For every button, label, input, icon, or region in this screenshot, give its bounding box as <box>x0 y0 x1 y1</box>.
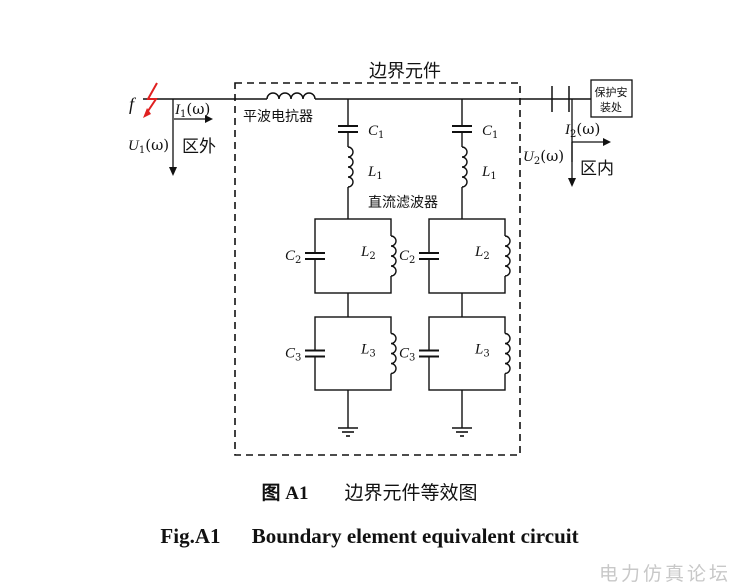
protection-device-line2: 装处 <box>600 101 622 114</box>
u1-arrow-head-icon <box>169 167 177 176</box>
caption-english: Fig.A1 Boundary element equivalent circu… <box>0 524 739 549</box>
filter-inductor-l1-2 <box>461 146 468 188</box>
smoothing-reactor-label: 平波电抗器 <box>243 109 313 125</box>
tank-lc3-capacitor-label-1: C3 <box>285 346 301 364</box>
tank-lc2-inductor-label-2: L2 <box>474 244 490 262</box>
tank-lc2-inductor-label-1: L2 <box>360 244 376 262</box>
tank-lc3-tank-frame-1 <box>314 316 392 391</box>
outside-zone-label: 区外 <box>182 137 216 157</box>
tank-lc3-capacitor-label-2: C3 <box>399 346 415 364</box>
tank-lc2-capacitor-label-1: C2 <box>285 248 301 266</box>
tank-lc2-inductor-2 <box>504 235 511 277</box>
smoothing-reactor-coil <box>266 92 316 100</box>
c1-label-2: C1 <box>482 123 498 141</box>
i2-arrow-head-icon <box>603 138 611 146</box>
tank-lc3-inductor-label-2: L3 <box>474 342 490 360</box>
lightning-arrow-icon <box>143 108 151 118</box>
tank-lc3-inductor-1 <box>390 332 397 375</box>
tank-lc2-tank-frame-2 <box>428 218 506 294</box>
dc-filter-label: 直流滤波器 <box>368 194 438 211</box>
tank-lc3-inductor-2 <box>504 332 511 375</box>
tank-lc2-inductor-1 <box>390 235 397 277</box>
lightning-icon <box>145 82 158 115</box>
u1-label: U1(ω) <box>128 136 169 156</box>
protection-device-box <box>590 79 633 118</box>
boundary-box <box>234 82 521 456</box>
c1-label-1: C1 <box>368 123 384 141</box>
l1-label-2: L1 <box>481 164 497 182</box>
u2-arrow-head-icon <box>568 178 576 187</box>
watermark: 电力仿真论坛 <box>598 563 731 585</box>
u2-label: U2(ω) <box>523 147 564 167</box>
tank-lc3-tank-frame-2 <box>428 316 506 391</box>
i1-arrow-head-icon <box>205 115 213 123</box>
caption-cn-title: 边界元件等效图 <box>344 482 478 504</box>
caption-chinese: 图 A1 边界元件等效图 <box>0 478 739 505</box>
tank-lc2-capacitor-label-2: C2 <box>399 248 415 266</box>
tank-lc2-tank-frame-1 <box>314 218 392 294</box>
filter-inductor-l1-1 <box>347 146 354 188</box>
caption-en-title: Boundary element equivalent circuit <box>251 524 579 548</box>
protection-device-line1: 保护安 <box>595 85 628 99</box>
box-title: 边界元件 <box>369 61 441 82</box>
i1-label: I1(ω) <box>174 100 210 120</box>
caption-en-prefix: Fig.A1 <box>160 524 221 548</box>
l1-label-1: L1 <box>367 164 383 182</box>
inside-zone-label: 区内 <box>580 159 614 179</box>
tank-lc3-inductor-label-1: L3 <box>360 342 376 360</box>
caption-cn-prefix: 图 A1 <box>261 483 309 504</box>
i2-label: I2(ω) <box>564 120 600 140</box>
fault-label: f <box>129 94 137 114</box>
